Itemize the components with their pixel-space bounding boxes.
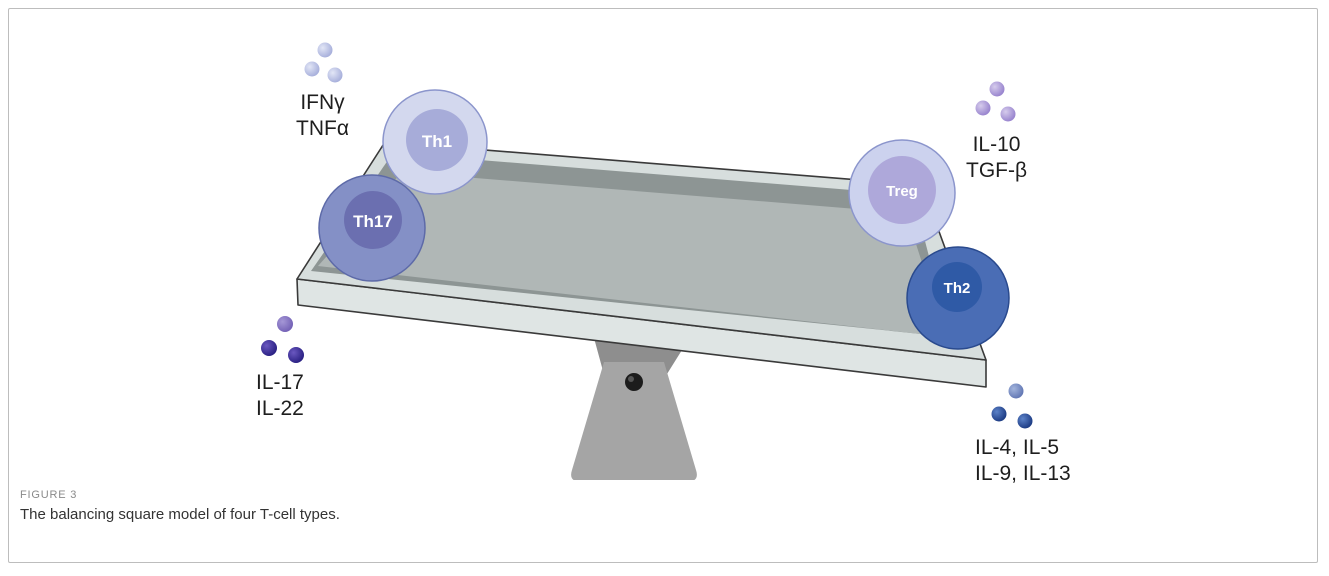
tray-floor [318,172,946,337]
th17-cytokine-line1: IL-17 [256,371,304,394]
th1-cytokine-line2: TNFα [296,117,349,140]
treg-cytokine-line1: IL-10 [972,133,1021,156]
treg-cell-label: Treg [886,183,918,200]
th1-cytokine-line1: IFNγ [300,91,345,114]
pivot-pin [625,373,643,391]
balance-diagram: Th1 Th17 Treg Th2 [261,42,1033,480]
th2-nucleus [932,262,982,312]
figure-label: FIGURE 3 [20,489,78,501]
th2-cytokine-molecules [991,383,1033,429]
th17-cytokines: IL-17 IL-22 [256,370,304,422]
th17-cell-label: Th17 [353,212,393,231]
th2-cytokine-line1: IL-4, IL-5 [975,436,1060,459]
th1-cell-label: Th1 [422,132,452,151]
th1-cytokine-molecules [304,42,343,83]
treg-cytokine-molecules [975,81,1016,122]
th17-cytokine-line2: IL-22 [256,397,304,420]
th17-cytokine-molecules [261,316,304,363]
th1-cytokines: IFNγ TNFα [296,90,349,142]
th17-nucleus [344,191,402,249]
figure-caption: The balancing square model of four T-cel… [20,506,340,523]
th1-nucleus [406,109,468,171]
treg-cytokines: IL-10 TGF-β [966,132,1027,184]
treg-cytokine-line2: TGF-β [966,159,1028,182]
th2-cell-label: Th2 [944,280,971,297]
fulcrum-stand [571,362,697,480]
figure-frame [8,8,1318,563]
th2-cytokines: IL-4, IL-5 IL-9, IL-13 [975,435,1071,487]
th2-cytokine-line2: IL-9, IL-13 [975,462,1071,485]
treg-nucleus [868,156,936,224]
